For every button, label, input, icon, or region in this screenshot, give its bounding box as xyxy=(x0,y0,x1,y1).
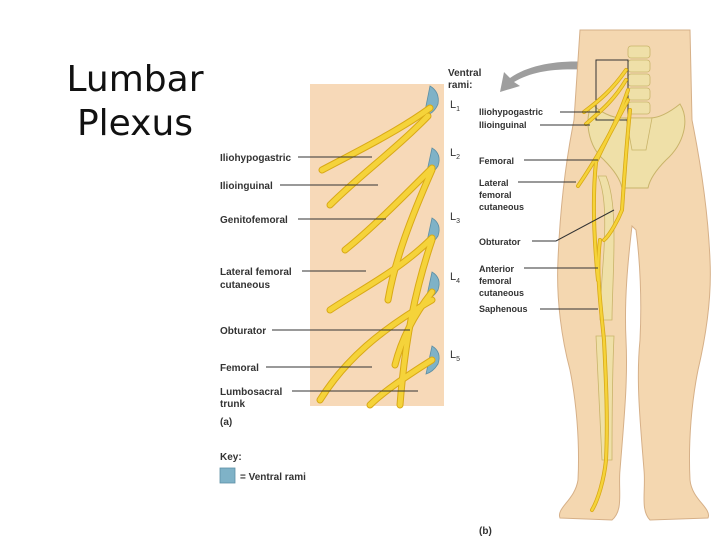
panel-a-label: (a) xyxy=(220,417,232,428)
label-obturator-a: Obturator xyxy=(220,326,266,337)
legend-key: Key: = Ventral rami xyxy=(219,452,306,484)
segment-l2-label: L2 xyxy=(450,147,460,161)
label-lumbosacral-trunk-2: trunk xyxy=(220,399,245,410)
label-lumbosacral-trunk-1: Lumbosacral xyxy=(220,387,282,398)
plexus-nerves xyxy=(316,104,436,409)
label-iliohypogastric-b: Iliohypogastric xyxy=(479,107,543,117)
label-lateral-femoral-cutaneous-b-3: cutaneous xyxy=(479,202,524,212)
label-saphenous-b: Saphenous xyxy=(479,304,528,314)
body-nerves xyxy=(576,68,632,512)
label-ilioinguinal-b: Ilioinguinal xyxy=(479,120,527,130)
label-anterior-femoral-cutaneous-3: cutaneous xyxy=(479,288,524,298)
label-lateral-femoral-cutaneous-b-2: femoral xyxy=(479,190,512,200)
label-anterior-femoral-cutaneous-2: femoral xyxy=(479,276,512,286)
title-line-2: Plexus xyxy=(76,103,194,144)
ventral-rami-heading-line2: rami: xyxy=(448,80,472,91)
label-lateral-femoral-cutaneous-a-2: cutaneous xyxy=(220,280,270,291)
label-lateral-femoral-cutaneous-a-1: Lateral femoral xyxy=(220,267,292,278)
segment-l5-label: L5 xyxy=(450,349,460,363)
key-item-label: = Ventral rami xyxy=(240,472,306,483)
label-iliohypogastric-a: Iliohypogastric xyxy=(220,153,292,164)
zoom-arrow xyxy=(500,61,590,92)
segment-l3-label: L3 xyxy=(450,211,460,225)
slide-title: Lumbar Plexus xyxy=(50,58,220,146)
label-femoral-b: Femoral xyxy=(479,156,514,166)
title-line-1: Lumbar xyxy=(66,59,204,100)
ventral-rami-heading-line1: Ventral xyxy=(448,68,482,79)
label-ilioinguinal-a: Ilioinguinal xyxy=(220,181,273,192)
label-anterior-femoral-cutaneous-1: Anterior xyxy=(479,264,515,274)
key-swatch-ventral-rami xyxy=(219,467,236,484)
label-obturator-b: Obturator xyxy=(479,237,521,247)
label-lateral-femoral-cutaneous-b-1: Lateral xyxy=(479,178,509,188)
segment-l4-label: L4 xyxy=(450,271,460,285)
lumbar-spine xyxy=(625,45,653,151)
label-genitofemoral-a: Genitofemoral xyxy=(220,215,288,226)
segment-l1-label: L1 xyxy=(450,99,460,113)
panel-b-label: (b) xyxy=(479,526,492,537)
label-femoral-a: Femoral xyxy=(220,363,259,374)
panel-a-left-labels: Iliohypogastric Ilioinguinal Genitofemor… xyxy=(220,153,418,428)
panel-a-closeup: L1 L2 L3 L4 L5 Ventral rami: xyxy=(310,61,590,409)
key-heading: Key: xyxy=(220,452,242,463)
panel-b-right-labels: Iliohypogastric Ilioinguinal Femoral Lat… xyxy=(479,107,615,537)
panel-b-body xyxy=(557,29,711,521)
